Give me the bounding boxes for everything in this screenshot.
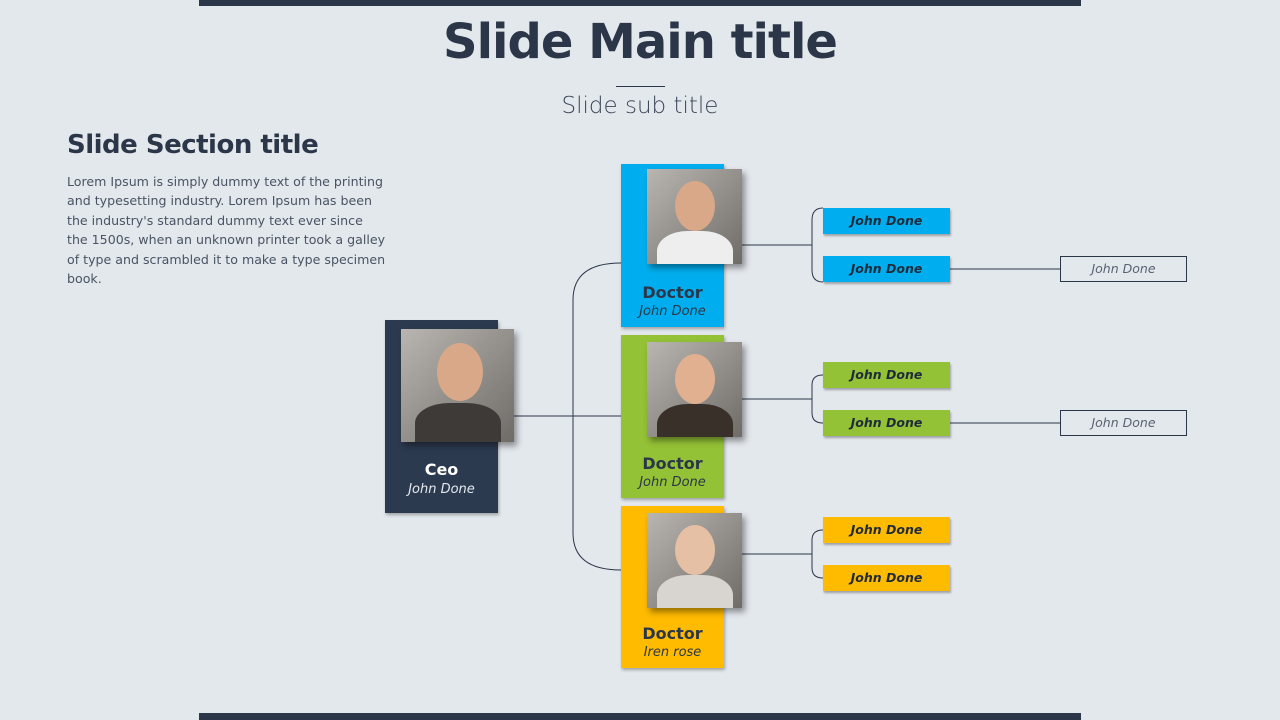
- ceo-photo: [401, 329, 514, 442]
- doctor-name: John Done: [639, 304, 706, 319]
- bottom-bar: [199, 713, 1081, 720]
- doctor-photo: [647, 513, 742, 608]
- ceo-role: Ceo: [424, 460, 459, 479]
- sub-report-box[interactable]: John Done: [1060, 256, 1187, 282]
- report-box[interactable]: John Done: [823, 517, 950, 543]
- report-box[interactable]: John Done: [823, 362, 950, 388]
- section-title: Slide Section title: [67, 130, 319, 160]
- doctor-name: John Done: [639, 475, 706, 490]
- top-bar: [199, 0, 1081, 6]
- report-box[interactable]: John Done: [823, 565, 950, 591]
- doctor-card-green[interactable]: Doctor John Done: [621, 335, 742, 498]
- sub-report-box[interactable]: John Done: [1060, 410, 1187, 436]
- doctor-card-yellow[interactable]: Doctor Iren rose: [621, 506, 742, 668]
- page-title: Slide Main title: [443, 14, 838, 70]
- report-box[interactable]: John Done: [823, 208, 950, 234]
- doctor-role: Doctor: [642, 283, 703, 302]
- ceo-name: John Done: [408, 482, 475, 497]
- doctor-role: Doctor: [642, 454, 703, 473]
- report-box[interactable]: John Done: [823, 410, 950, 436]
- report-box[interactable]: John Done: [823, 256, 950, 282]
- title-divider: [616, 86, 665, 87]
- doctor-role: Doctor: [642, 624, 703, 643]
- section-body: Lorem Ipsum is simply dummy text of the …: [67, 174, 386, 287]
- doctor-photo: [647, 169, 742, 264]
- page-subtitle: Slide sub title: [561, 93, 719, 119]
- doctor-card-blue[interactable]: Doctor John Done: [621, 164, 742, 327]
- doctor-name: Iren rose: [643, 645, 702, 660]
- doctor-photo: [647, 342, 742, 437]
- ceo-card[interactable]: Ceo John Done: [385, 320, 514, 513]
